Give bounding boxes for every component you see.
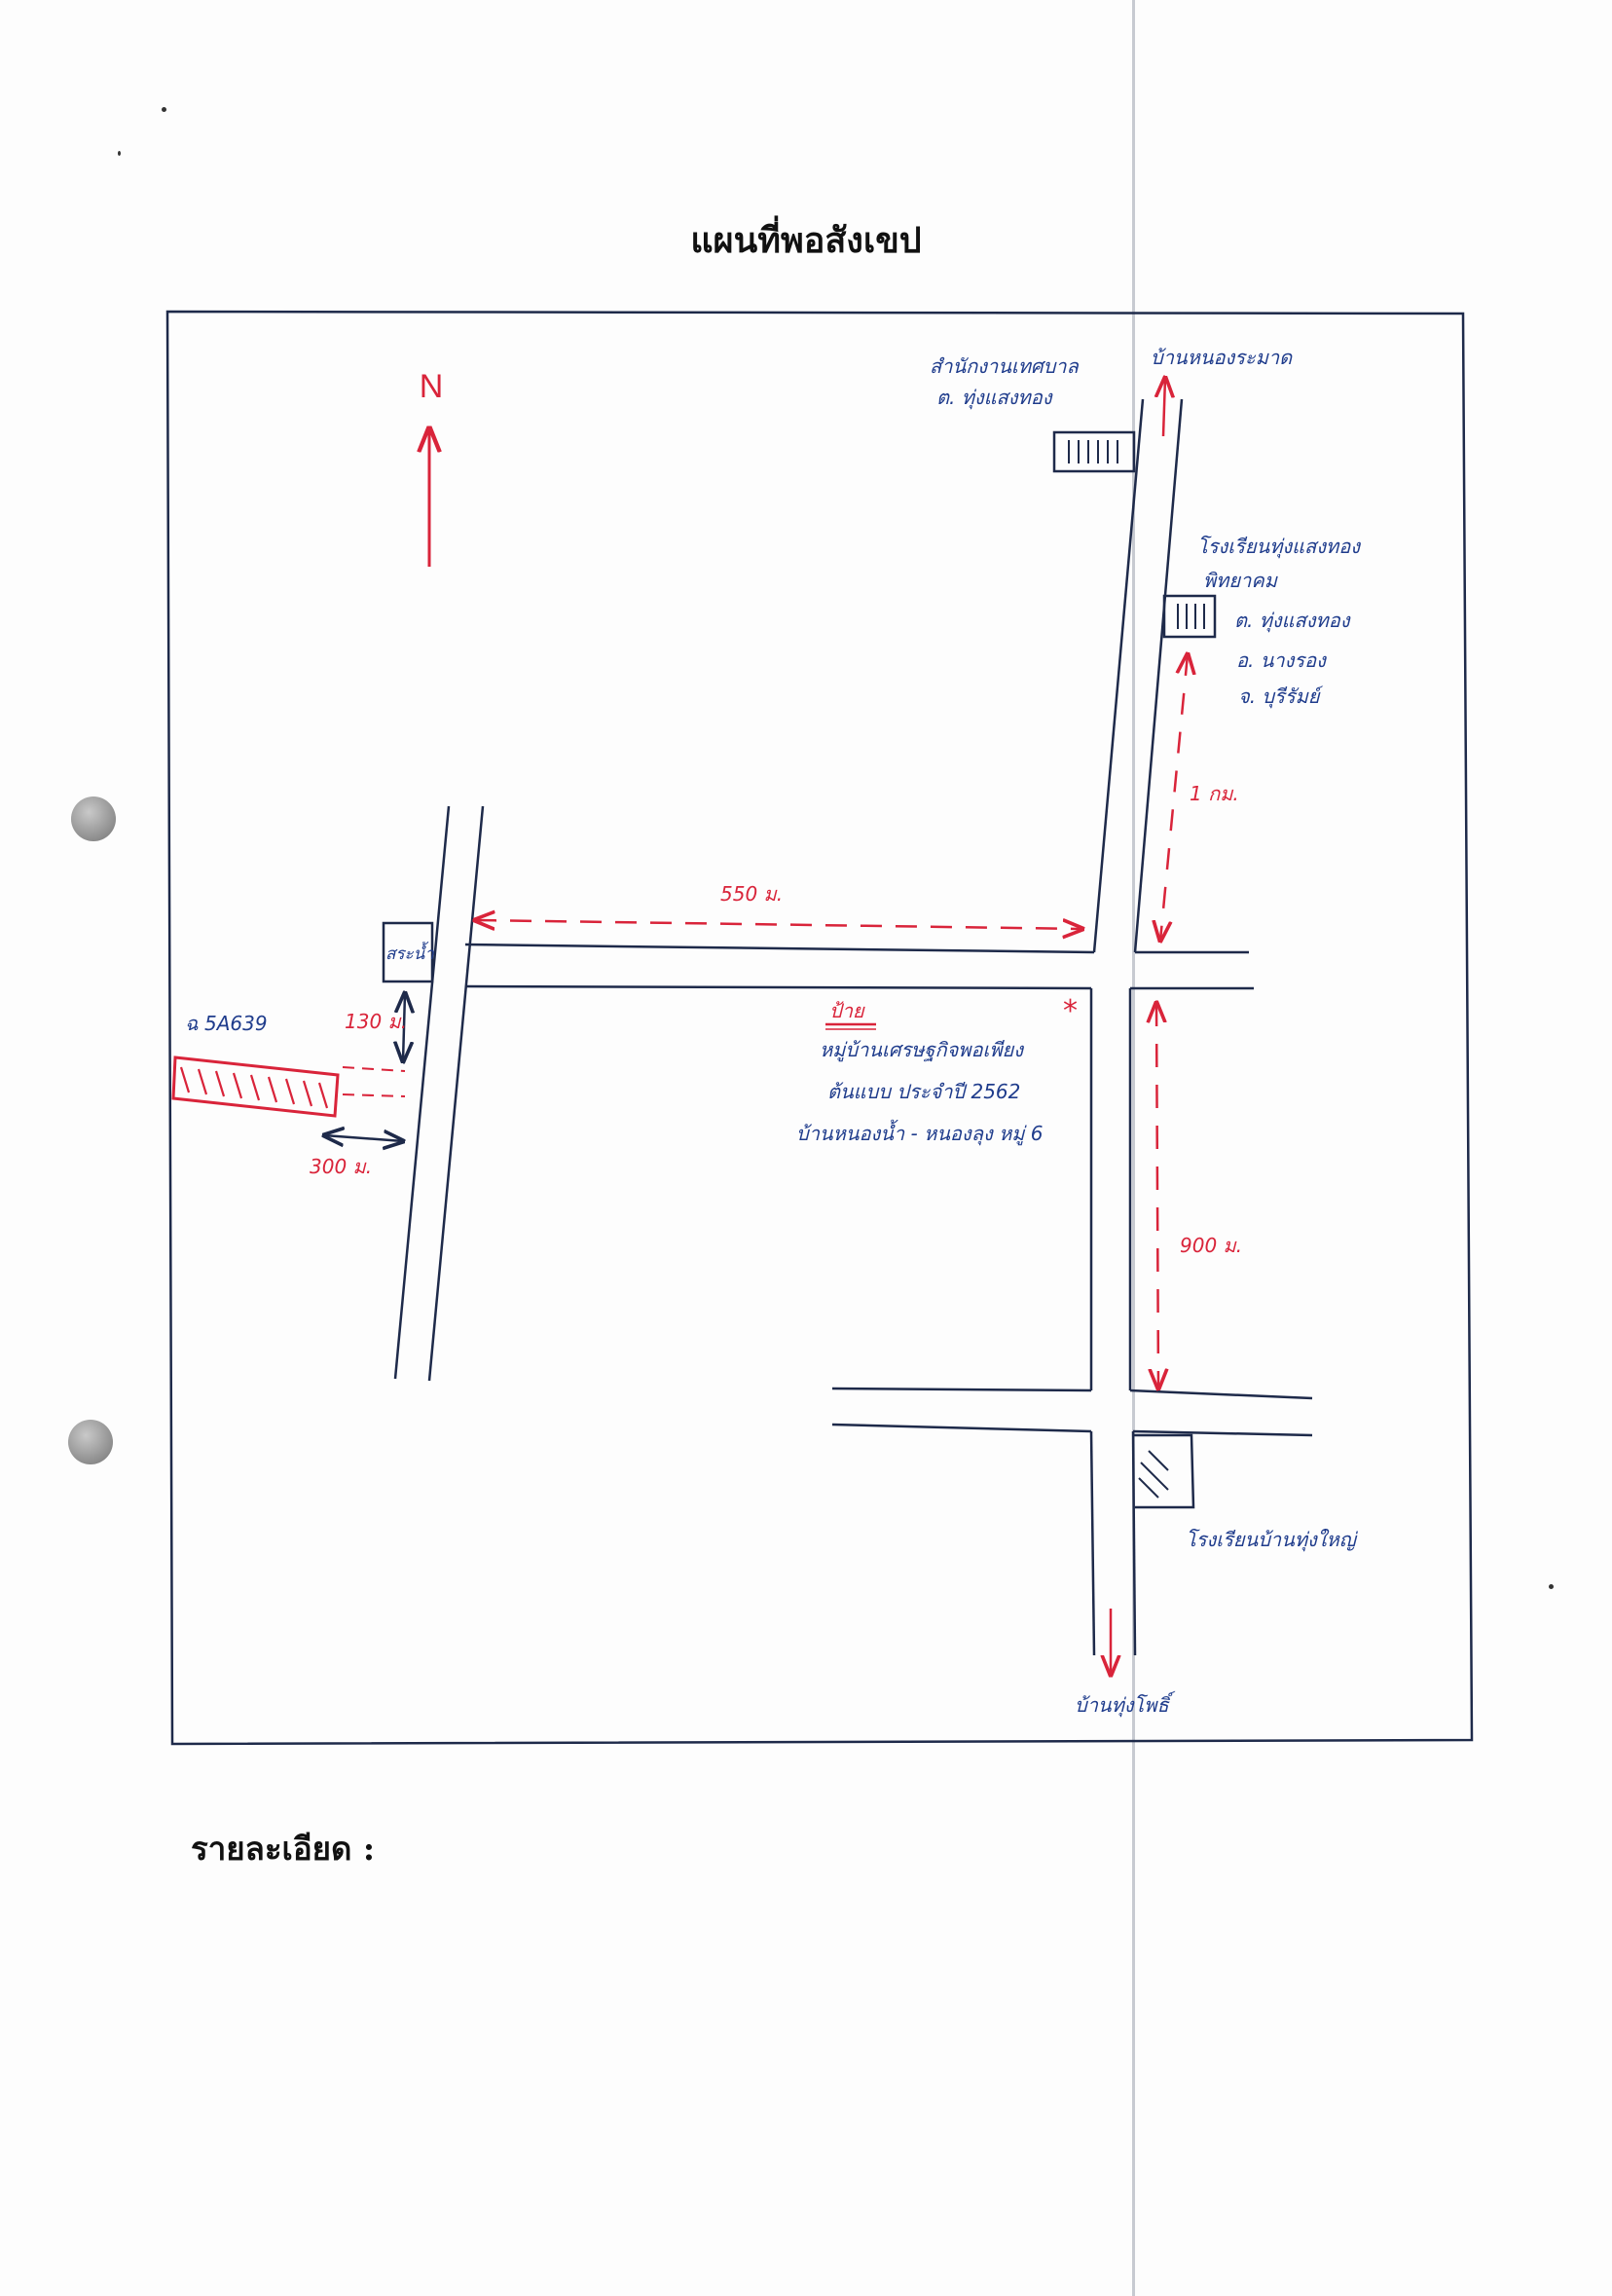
dist-300-arrow [324,1135,403,1141]
dist-300-label: 300 ม. [310,1155,372,1178]
speck [162,107,166,112]
school-building [1162,594,1217,639]
dist-900-line [1156,1003,1158,1389]
detail-label: รายละเอียด : [191,1830,376,1868]
dist-1km-label: 1 กม. [1190,782,1239,805]
dist-550-line [475,920,1082,929]
pond-label: สระน้ำ [385,941,434,964]
school-label: โรงเรียนทุ่งแสงทอง [1197,535,1361,559]
dist-900-label: 900 ม. [1180,1234,1242,1257]
map-frame [165,310,1474,1746]
punch-hole-bottom [68,1420,113,1464]
page-title: แผนที่พอสังเขป [690,220,922,261]
sign-marker-icon: * [1063,994,1078,1028]
dist-130-label: 130 ม. [345,1010,407,1033]
speck [118,151,121,156]
school-label-2: พิทยาคม [1203,569,1279,592]
sign-village-label: หมู่บ้านเศรษฐกิจพอเพียง [820,1038,1024,1062]
school2-building [1133,1433,1195,1509]
sign-year-label: ต้นแบบ ประจำปี 2562 [827,1080,1020,1103]
south-village-label: บ้านทุ่งโพธิ์ [1075,1690,1176,1718]
paper-fold-line [1132,0,1135,2296]
school-subdistrict: ต. ทุ่งแสงทอง [1234,609,1351,633]
school-district: อ. นางรอง [1236,648,1327,672]
main-road [1089,398,1184,1656]
north-road-arrow [1163,378,1165,437]
speck [1549,1584,1554,1589]
pond-box [382,921,434,983]
north-label: N [420,368,444,405]
sign-location-label: บ้านหนองน้ำ - หนองลุง หมู่ 6 [796,1119,1044,1146]
school-province: จ. บุรีรัมย์ [1238,685,1324,709]
school2-label: โรงเรียนบ้านทุ่งใหญ่ [1186,1528,1359,1552]
land-parcel [171,1055,406,1118]
parcel-label: ฉ 5A639 [185,1012,268,1035]
sign-label: ป้าย [829,999,865,1022]
cross-road [464,943,1254,990]
dist-550-label: 550 ม. [720,882,783,906]
south-cross-road [831,1387,1313,1437]
punch-hole-top [71,796,116,841]
north-village-label: บ้านหนองระมาด [1151,346,1293,369]
municipal-office-label: สำนักงานเทศบาล [930,354,1081,378]
municipal-office-subdistrict: ต. ทุ่งแสงทอง [936,386,1053,410]
dist-130-arrow [403,993,405,1061]
left-road [393,805,485,1382]
municipal-office-building [1052,430,1136,473]
dist-1km-line [1160,654,1188,941]
